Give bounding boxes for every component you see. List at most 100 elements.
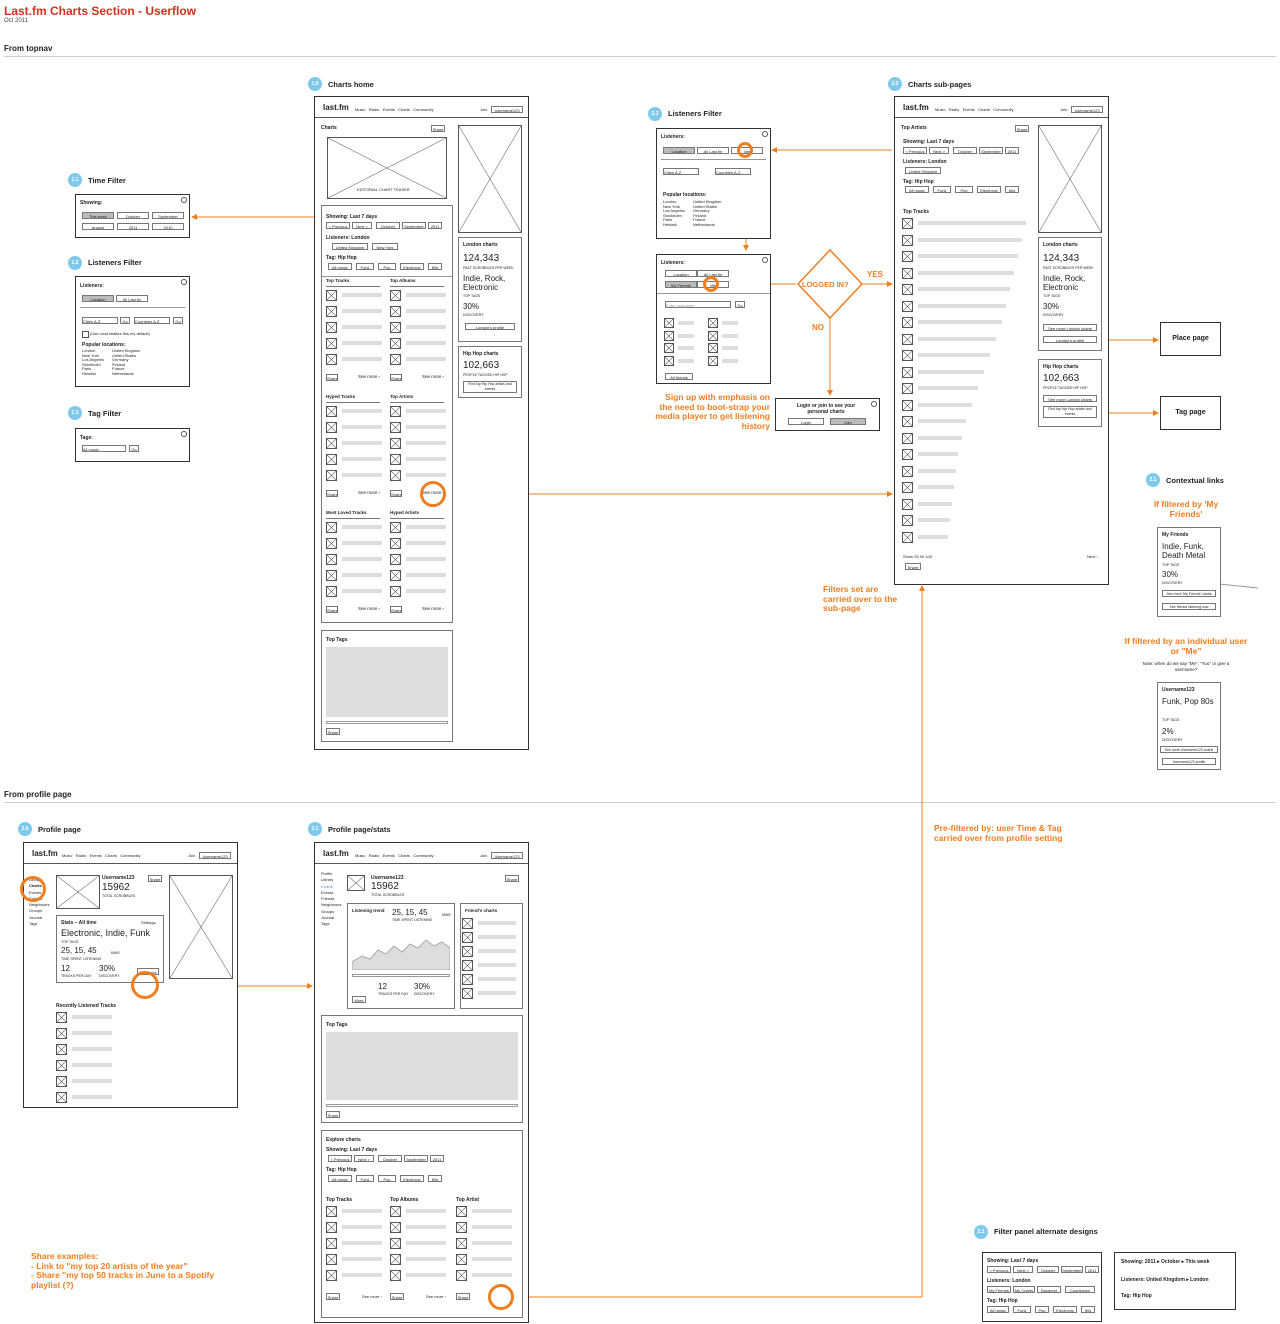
tab-location[interactable]: Location — [82, 295, 114, 302]
close-icon[interactable] — [181, 279, 187, 285]
pager[interactable]: Show 25 50 100 — [903, 554, 932, 559]
go-button[interactable]: Go — [173, 317, 183, 324]
track-row[interactable] — [406, 525, 446, 529]
track-row[interactable] — [918, 452, 958, 456]
track-row[interactable] — [342, 557, 382, 561]
track-row[interactable] — [478, 949, 516, 953]
track-row[interactable] — [406, 589, 446, 593]
profile-nav-item[interactable]: Events — [321, 889, 334, 895]
track-row[interactable] — [406, 309, 446, 313]
profile-nav-item[interactable]: Charts — [321, 883, 333, 889]
tag-button[interactable]: Funk — [356, 263, 374, 270]
lastfm-logo[interactable]: last.fm — [903, 103, 929, 112]
hiphop-find-button[interactable]: Find top Hip Hop artists and events — [463, 381, 517, 393]
friend-avatar[interactable] — [664, 318, 674, 328]
filter-august[interactable]: August — [82, 223, 114, 230]
share-button[interactable]: Share — [326, 728, 340, 735]
track-row[interactable] — [406, 425, 446, 429]
track-row[interactable] — [918, 270, 1014, 275]
see-more-link[interactable]: See more › — [358, 374, 381, 379]
lastfm-logo[interactable]: last.fm — [323, 103, 349, 112]
track-row[interactable] — [478, 991, 516, 995]
track-row[interactable] — [342, 441, 382, 445]
track-row[interactable] — [918, 534, 948, 539]
profile-nav-item[interactable]: Groups — [29, 908, 43, 914]
profile-nav-item[interactable]: Journal — [29, 914, 43, 920]
top-nav[interactable]: Music Radio Events Charts Community — [935, 107, 1014, 112]
location-button[interactable]: New York — [372, 243, 398, 250]
track-row[interactable] — [406, 341, 446, 345]
track-row[interactable] — [72, 1063, 112, 1067]
track-row[interactable] — [72, 1031, 112, 1035]
friend-avatar[interactable] — [664, 355, 674, 366]
track-row[interactable] — [342, 325, 382, 329]
year-button[interactable]: 2011 — [428, 222, 442, 229]
track-row[interactable] — [478, 921, 516, 925]
track-row[interactable] — [342, 309, 382, 313]
tag-select[interactable]: All music — [82, 445, 126, 452]
track-row[interactable] — [406, 441, 446, 445]
share-button[interactable]: Share — [326, 490, 338, 497]
friend-name[interactable] — [722, 321, 738, 325]
track-row[interactable] — [918, 419, 966, 423]
profile-nav-item[interactable]: Tags — [321, 921, 330, 927]
join-button[interactable]: Join — [830, 418, 866, 425]
hiphop-find-button[interactable]: Find top Hip Hop artists and events — [1043, 406, 1097, 418]
see-more-link[interactable]: See more › — [358, 606, 381, 611]
prev-button[interactable]: < Previous — [326, 222, 350, 229]
track-row[interactable] — [472, 1225, 512, 1229]
track-row[interactable] — [342, 589, 382, 593]
track-row[interactable] — [72, 1079, 112, 1083]
track-row[interactable] — [342, 525, 382, 529]
scrollbar[interactable] — [326, 721, 448, 724]
track-row[interactable] — [406, 409, 446, 413]
friend-name[interactable] — [722, 333, 738, 338]
profile-nav-item[interactable]: Journal — [321, 915, 335, 921]
city-select[interactable]: Cities A-Z — [82, 317, 118, 324]
month-button[interactable]: October — [376, 222, 400, 229]
track-row[interactable] — [72, 1015, 112, 1019]
share-button[interactable]: Share — [905, 563, 921, 570]
profile-nav-item[interactable]: Library — [321, 877, 334, 883]
friend-name[interactable] — [678, 333, 694, 338]
tag-button[interactable]: Pop — [378, 263, 396, 270]
filter-this-week[interactable]: This week — [82, 212, 114, 219]
profile-nav-item[interactable]: Neighbours — [29, 902, 50, 908]
filter-october[interactable]: October — [117, 212, 149, 219]
profile-nav-item[interactable]: Groups — [321, 908, 335, 914]
next-button[interactable]: Next > — [929, 147, 949, 154]
profile-nav-item[interactable]: Profile — [321, 871, 333, 876]
track-row[interactable] — [342, 1257, 382, 1261]
track-row[interactable] — [342, 573, 382, 577]
friend-avatar[interactable] — [708, 318, 718, 328]
track-row[interactable] — [342, 473, 382, 477]
tag-button[interactable]: 80s — [428, 263, 442, 270]
track-row[interactable] — [918, 303, 1006, 308]
close-icon[interactable] — [181, 431, 187, 437]
tab-all-lastfm[interactable]: All Last.fm — [116, 295, 148, 302]
track-row[interactable] — [918, 287, 1010, 291]
top-nav[interactable]: Music Radio Events Charts Community — [355, 107, 434, 112]
track-row[interactable] — [406, 541, 446, 545]
filter-september[interactable]: September — [152, 212, 184, 219]
friend-avatar[interactable] — [664, 330, 674, 341]
tab-location[interactable]: Location — [663, 147, 695, 154]
friend-name[interactable] — [722, 358, 738, 363]
all-friends-button[interactable]: All friends — [665, 373, 693, 380]
track-row[interactable] — [342, 1209, 382, 1213]
track-row[interactable] — [472, 1273, 512, 1277]
track-row[interactable] — [478, 963, 516, 967]
country-select[interactable]: Countries A-Z — [134, 317, 170, 324]
track-row[interactable] — [918, 402, 972, 407]
friend-avatar[interactable] — [708, 355, 718, 366]
track-row[interactable] — [342, 293, 382, 297]
tab-location[interactable]: Location — [665, 270, 697, 277]
go-button[interactable]: Go — [129, 445, 139, 452]
london-profile-button[interactable]: London's profile — [465, 323, 515, 330]
share-button[interactable]: Share — [1015, 125, 1029, 132]
see-more-london-button[interactable]: See more London charts — [1043, 324, 1097, 331]
track-row[interactable] — [342, 425, 382, 429]
go-button[interactable]: Go — [120, 317, 130, 324]
track-row[interactable] — [406, 325, 446, 329]
friend-name[interactable] — [678, 358, 694, 363]
